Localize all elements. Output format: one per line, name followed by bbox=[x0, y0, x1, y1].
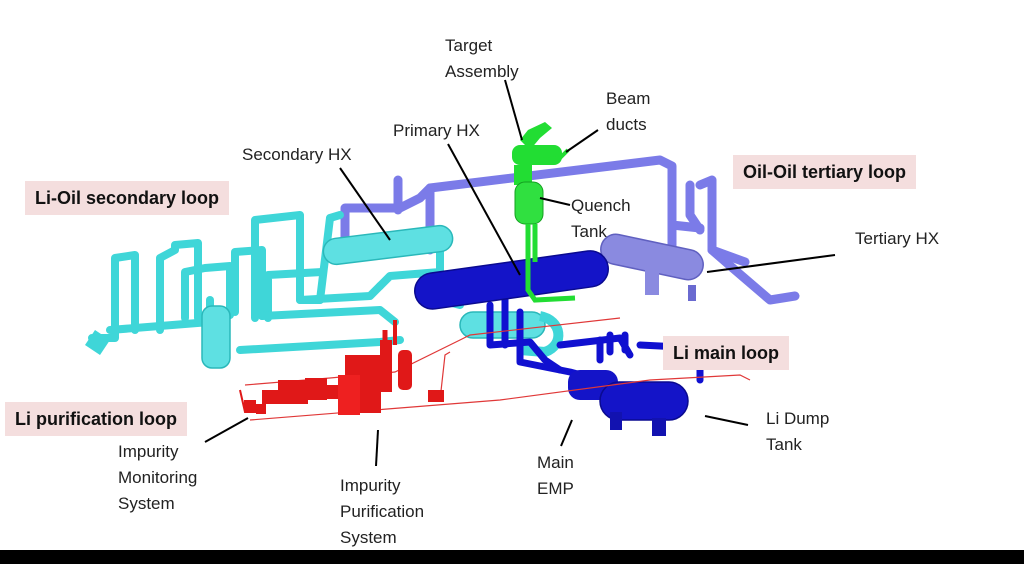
label-primary-hx: Primary HX bbox=[393, 121, 480, 140]
tertiary-hx-vessel bbox=[600, 233, 704, 301]
label-target-assembly: Target Assembly bbox=[445, 36, 519, 81]
label-main-emp: Main EMP bbox=[537, 453, 574, 498]
label-secondary-hx: Secondary HX bbox=[242, 145, 352, 164]
primary-hx-vessel bbox=[414, 250, 609, 310]
target-assembly bbox=[512, 122, 576, 303]
li-dump-tank bbox=[599, 381, 689, 436]
li-oil-secondary-loop-tag: Li-Oil secondary loop bbox=[25, 181, 230, 215]
label-impurity-monitoring: Impurity Monitoring System bbox=[118, 442, 198, 513]
secondary-tank bbox=[201, 305, 231, 369]
leader-lines bbox=[204, 79, 836, 467]
purification-loop bbox=[239, 317, 751, 421]
label-tertiary-hx: Tertiary HX bbox=[855, 229, 940, 248]
li-purification-loop-tag: Li purification loop bbox=[5, 402, 187, 436]
secondary-hx-vessel bbox=[322, 224, 454, 266]
label-beam-ducts: Beam ducts bbox=[606, 89, 651, 134]
li-main-loop-tag: Li main loop bbox=[663, 336, 789, 370]
tertiary-loop-piping bbox=[340, 155, 800, 305]
plant-diagram bbox=[85, 79, 836, 467]
diagram-canvas: Li-Oil secondary loop Oil-Oil tertiary l… bbox=[0, 0, 1024, 550]
label-li-dump-tank: Li Dump Tank bbox=[766, 409, 830, 454]
secondary-base-platform bbox=[85, 330, 110, 355]
label-quench-tank: Quench Tank bbox=[571, 196, 631, 241]
oil-oil-tertiary-loop-tag: Oil-Oil tertiary loop bbox=[733, 155, 917, 189]
label-impurity-purification: Impurity Purification System bbox=[340, 476, 425, 547]
